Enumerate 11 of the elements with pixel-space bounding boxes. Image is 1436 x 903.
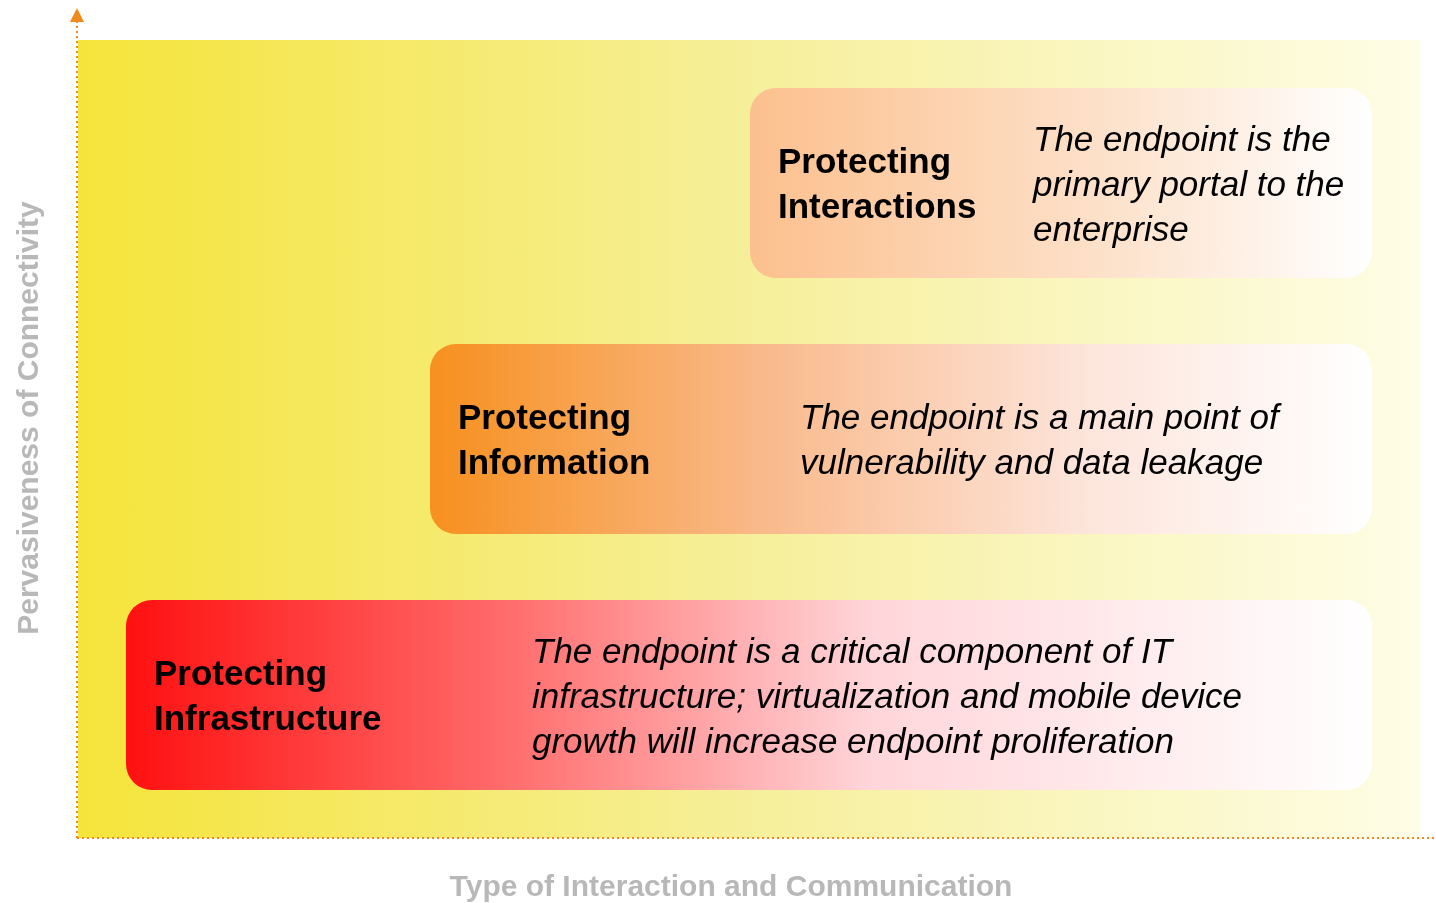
- band-heading: Protecting Information: [458, 396, 652, 483]
- band-heading: Protecting Infrastructure: [154, 652, 383, 739]
- band-heading: Protecting Interactions: [778, 140, 978, 227]
- level-band: [126, 600, 1372, 790]
- band-description: The endpoint is a main point of vulnerability and data leakage: [800, 394, 1340, 484]
- band-description: The endpoint is the primary portal to the enterprise: [1033, 117, 1346, 250]
- level-band: [430, 344, 1372, 534]
- axis-title: Type of Interaction and Communication: [449, 869, 1013, 903]
- axis-title: Pervasiveness of Connectivity: [11, 201, 45, 635]
- band-description: The endpoint is a critical component of IT infrastructure; virtualization and mobile device growth will increase endpoint proliferation: [532, 629, 1244, 762]
- level-band: [750, 88, 1372, 278]
